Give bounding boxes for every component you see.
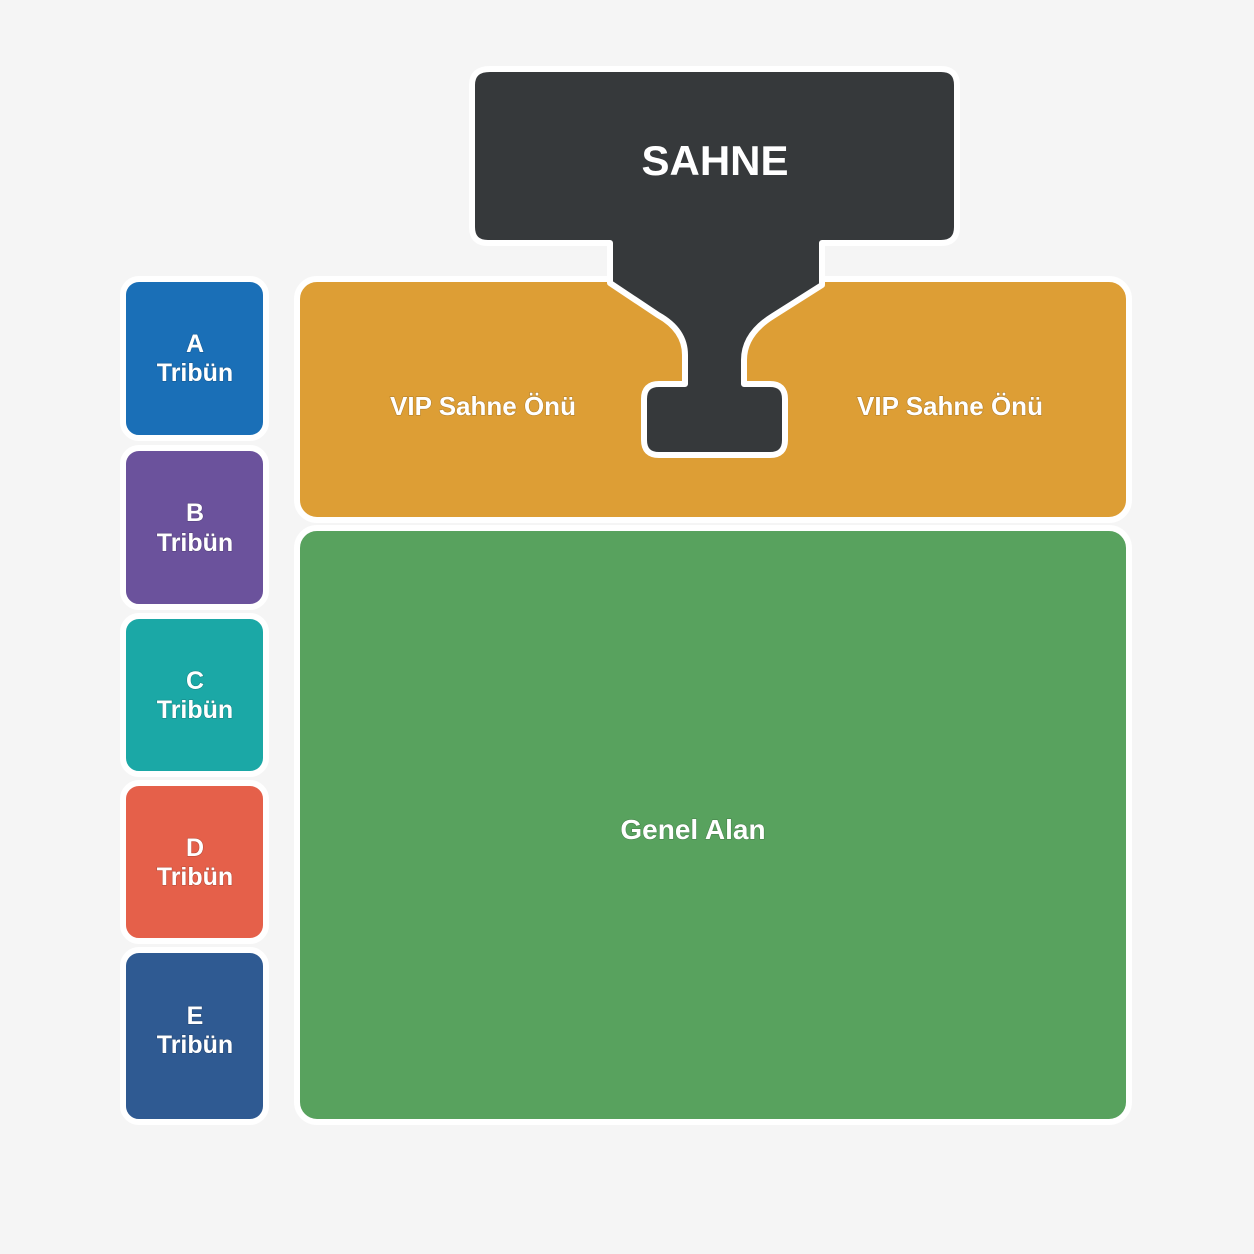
stand-a[interactable]: A Tribün	[120, 276, 269, 441]
stand-c-word: Tribün	[157, 696, 233, 724]
stand-d-letter: D	[186, 834, 204, 862]
general-area-label: Genel Alan	[620, 814, 765, 845]
stand-c-shape[interactable]	[120, 613, 269, 777]
stand-d[interactable]: D Tribün	[120, 780, 269, 944]
stand-e-shape[interactable]	[120, 947, 269, 1125]
stand-a-word: Tribün	[157, 359, 233, 387]
stage-shape	[469, 66, 960, 458]
stand-b-shape[interactable]	[120, 445, 269, 610]
stand-d-shape[interactable]	[120, 780, 269, 944]
stand-c[interactable]: C Tribün	[120, 613, 269, 777]
stand-b-word: Tribün	[157, 529, 233, 557]
stand-a-shape[interactable]	[120, 276, 269, 441]
vip-left-label: VIP Sahne Önü	[390, 391, 576, 421]
stand-e[interactable]: E Tribün	[120, 947, 269, 1125]
stand-c-letter: C	[186, 667, 204, 695]
stage-label: SAHNE	[641, 137, 788, 184]
vip-right-label: VIP Sahne Önü	[857, 391, 1043, 421]
stand-e-word: Tribün	[157, 1031, 233, 1059]
stage-zone: SAHNE	[469, 66, 960, 458]
stand-b-letter: B	[186, 499, 204, 527]
stand-a-letter: A	[186, 330, 204, 358]
general-zone[interactable]: Genel Alan	[294, 525, 1132, 1125]
stand-e-letter: E	[187, 1002, 204, 1030]
stand-b[interactable]: B Tribün	[120, 445, 269, 610]
stand-d-word: Tribün	[157, 863, 233, 891]
general-area-shape[interactable]	[294, 525, 1132, 1125]
